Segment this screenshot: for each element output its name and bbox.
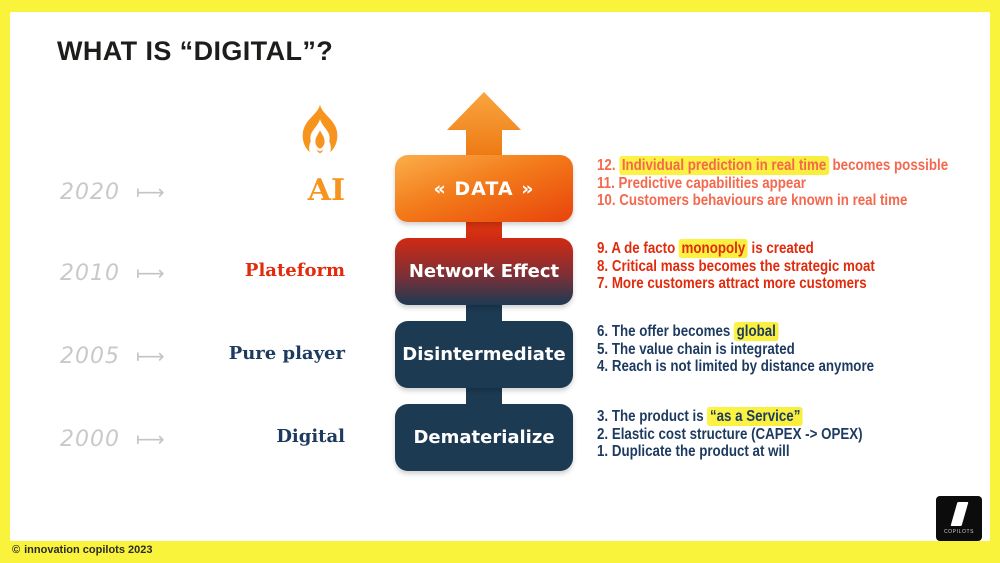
copyright-icon: © (12, 544, 21, 556)
up-arrow-icon (447, 92, 521, 160)
page-title: WHAT IS “DIGITAL”? (57, 36, 334, 66)
flame-icon (296, 101, 344, 163)
list-item: 7. More customers attract more customers (597, 275, 867, 293)
year-label: 2020 (60, 180, 120, 205)
year-label: 2005 (60, 344, 120, 369)
mapsto-arrow-icon: ⟼ (136, 344, 165, 368)
box-data: « DATA » (395, 155, 573, 222)
timeline-row-2010: 2010 ⟼ (60, 261, 165, 287)
box-disintermediate: Disintermediate (395, 321, 573, 388)
mapsto-arrow-icon: ⟼ (136, 427, 165, 451)
timeline-row-2005: 2005 ⟼ (60, 344, 165, 370)
list-item: 9. A de facto monopoly is created (597, 239, 814, 258)
timeline-row-2020: 2020 ⟼ (60, 180, 165, 206)
list-item: 3. The product is “as a Service” (597, 407, 967, 426)
footer-copyright: © innovation copilots 2023 (12, 544, 152, 556)
brand-logo: COPILOTS (936, 496, 982, 541)
list-item: 6. The offer becomes global (597, 322, 967, 341)
list-item: 10. Customers behaviours are known in re… (597, 192, 908, 210)
year-label: 2000 (60, 427, 120, 452)
list-item: 12. Individual prediction in real time b… (597, 156, 949, 175)
box-dematerialize: Dematerialize (395, 404, 573, 471)
year-label: 2010 (60, 261, 120, 286)
mapsto-arrow-icon: ⟼ (136, 261, 165, 285)
list-group-data: 12. Individual prediction in real time b… (597, 156, 967, 210)
era-label-digital: Digital (276, 426, 345, 447)
list-group-dematerialize: 3. The product is “as a Service”2. Elast… (597, 407, 967, 461)
list-item: 5. The value chain is integrated (597, 340, 795, 358)
list-item: 2. Elastic cost structure (CAPEX -> OPEX… (597, 425, 863, 443)
logo-text: COPILOTS (943, 529, 975, 535)
list-item: 11. Predictive capabilities appear (597, 174, 806, 192)
era-label-ai: AI (307, 173, 345, 208)
mapsto-arrow-icon: ⟼ (136, 180, 165, 204)
logo-slash-icon (950, 502, 968, 526)
list-item: 8. Critical mass becomes the strategic m… (597, 257, 875, 275)
list-item: 1. Duplicate the product at will (597, 443, 790, 461)
era-label-pure-player: Pure player (228, 343, 345, 364)
list-item: 4. Reach is not limited by distance anym… (597, 358, 875, 376)
footer-text: innovation copilots 2023 (24, 544, 153, 556)
box-network-effect: Network Effect (395, 238, 573, 305)
timeline-row-2000: 2000 ⟼ (60, 427, 165, 453)
era-label-plateform: Plateform (244, 260, 345, 281)
